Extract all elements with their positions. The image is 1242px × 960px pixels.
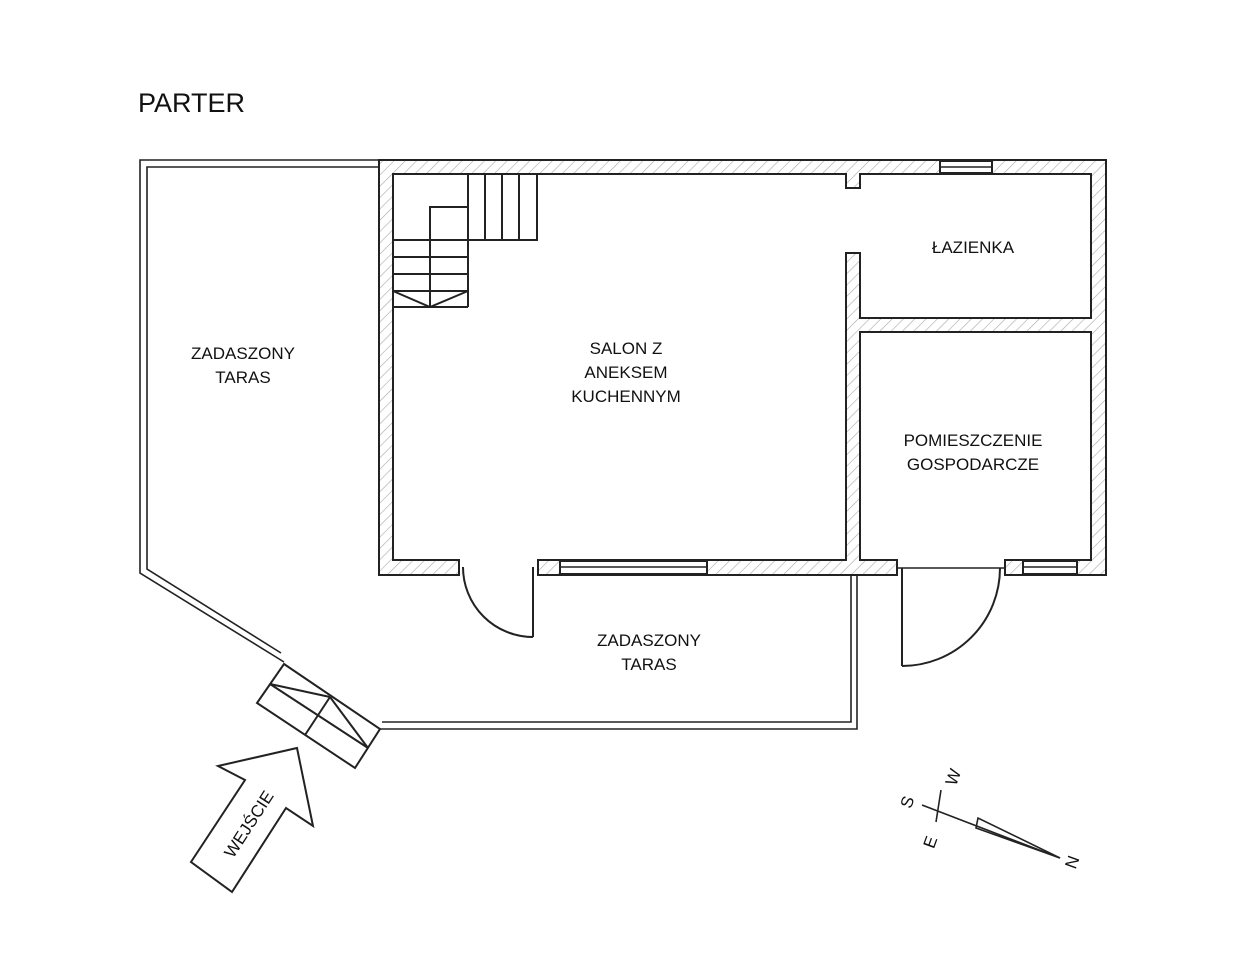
compass-w: W <box>942 766 965 788</box>
compass-e: E <box>920 834 942 851</box>
salon-label-2: ANEKSEM <box>584 363 667 382</box>
door-salon <box>462 566 534 638</box>
terrace-bottom-label-2: TARAS <box>621 655 676 674</box>
utility-label-1: POMIESZCZENIE <box>904 431 1043 450</box>
compass-icon: S W E N <box>897 766 1084 871</box>
entrance-steps <box>255 662 382 770</box>
walls <box>378 159 1107 576</box>
terrace-left-label-1: ZADASZONY <box>191 344 295 363</box>
compass-s: S <box>897 794 919 811</box>
utility-label-2: GOSPODARCZE <box>907 455 1039 474</box>
entrance-arrow-icon: WEJŚCIE <box>189 746 315 894</box>
terrace-bottom-label-1: ZADASZONY <box>597 631 701 650</box>
door-utility <box>897 567 1005 667</box>
plan-title: PARTER <box>138 88 245 118</box>
window-salon <box>559 560 708 575</box>
terrace-left-label-2: TARAS <box>215 368 270 387</box>
stairs <box>392 174 538 309</box>
salon-label-3: KUCHENNYM <box>571 387 681 406</box>
window-bathroom <box>939 160 993 174</box>
window-utility <box>1022 560 1078 575</box>
entrance-label: WEJŚCIE <box>221 788 278 862</box>
compass-n: N <box>1061 853 1083 871</box>
bathroom-label: ŁAZIENKA <box>932 238 1015 257</box>
terrace-outline <box>139 159 858 730</box>
salon-label-1: SALON Z <box>590 339 663 358</box>
